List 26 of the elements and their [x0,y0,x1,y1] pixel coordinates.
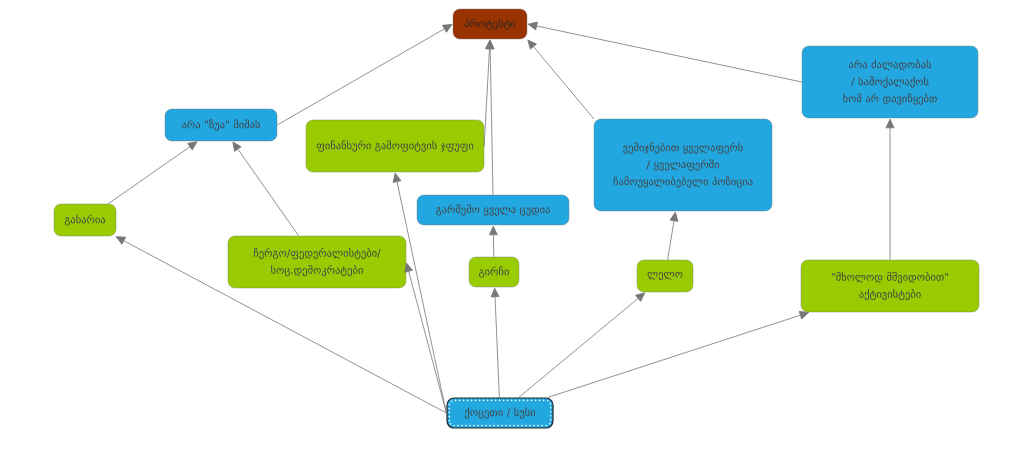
rounded-box: გახარია [53,203,117,237]
rounded-box: გარშემო ყველა ცუდია [416,194,570,226]
arrow [107,141,198,205]
arrow [392,172,447,414]
rounded-box: ჩერგო/ფედერალისტები/ სოც.დემოკრატები [227,235,407,289]
arrow [547,311,810,398]
arrow [518,292,646,398]
rounded-box: გირჩი [468,256,520,288]
root-box: პროტესტი [452,8,528,40]
rounded-box: არა "ზუა" მიშას [164,108,278,142]
rounded-box: ვემიჯნებით ყველაფერს / ყველაფერში ჩამოუყალიბებელი პოზიცია [593,118,773,212]
arrow [115,236,447,414]
rounded-box: "მხოლოდ მშვიდობით" აქტივისტები [800,259,980,313]
arrow [885,118,895,261]
arrow [667,211,679,261]
arrow [489,225,498,258]
arrow [527,21,803,83]
rounded-box: არა ძალადობას / სამოქალაქოს ხომ არ დავიწყებთ [801,45,979,119]
arrow [527,39,595,120]
rounded-box: ლელო [636,259,694,293]
rounded-box: ფინანსური გამოფიტვის ჯფუფი [305,119,485,173]
arrow [232,141,300,237]
arrow [485,39,495,196]
dotted-box: ქოცეთი / სუსი [446,397,554,429]
arrow [490,287,500,398]
arrow [276,24,453,126]
